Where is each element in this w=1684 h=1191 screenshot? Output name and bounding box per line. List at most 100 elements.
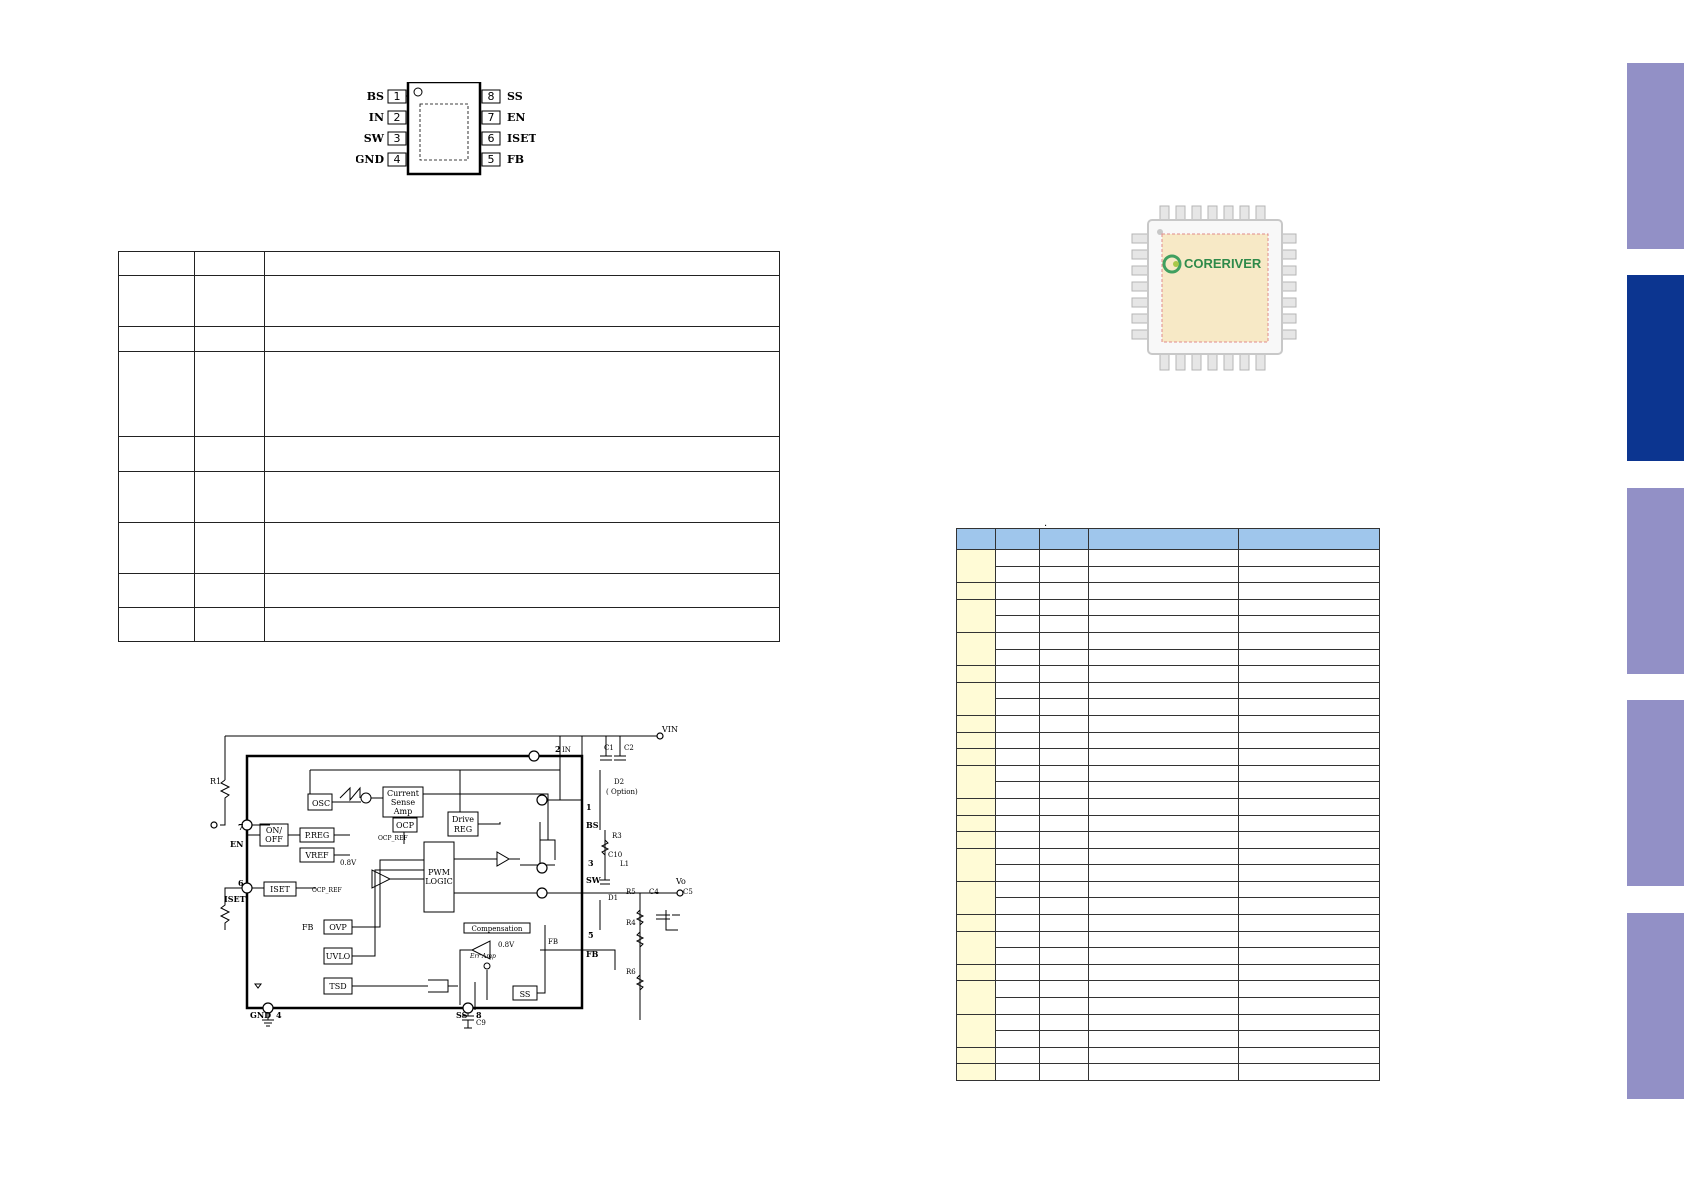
table-row [956,598,1380,633]
pin-number: 8 [488,90,495,103]
table-row [956,930,1380,965]
table-header-row [956,528,1380,550]
vo-label: Vo [675,877,686,886]
current-sense-label-2: Sense [391,798,415,807]
l1-label: L1 [620,860,629,868]
table-row [956,980,1380,1015]
r6-label: R6 [626,968,636,976]
table-row [956,963,1380,982]
c1-label: C1 [604,744,614,752]
right-pin-6: 6 ISET [481,131,536,146]
ocp-ref-label: OCP_REF [378,835,408,842]
table-row [957,947,1380,965]
ovp-label: OVP [329,923,347,932]
table-row [118,572,780,608]
d1-label: D1 [608,894,618,902]
table-row [957,565,1380,584]
pwm-logic-label-1: PWM [428,868,450,877]
pin-number: 5 [488,153,495,166]
side-tab-2[interactable] [1627,275,1684,461]
table-row [956,814,1380,833]
pin-ss-number: 8 [476,1010,482,1020]
side-tab-5[interactable] [1627,913,1684,1099]
d2-label: D2 [614,778,624,786]
left-pin-2: 2 IN [369,110,407,125]
table-row [956,764,1380,799]
table-row [957,698,1380,716]
pin-sw-number: 3 [588,858,594,868]
table-row [956,631,1380,667]
err-amp-label: Err Amp [469,953,496,960]
side-tab-4[interactable] [1627,700,1684,886]
table-row [957,648,1380,667]
pin-number: 1 [394,90,401,103]
c9-label: C9 [476,1019,486,1027]
compensation-label: Compensation [472,925,523,933]
c4-label: C4 [649,888,659,896]
pin-fb-number: 5 [588,930,594,940]
r3-label: R3 [612,832,622,840]
left-pin-1: 1 BS [367,89,408,104]
pin-en-number: 7 [238,822,244,832]
pin-assignment-table [956,528,1380,1081]
c2-label: C2 [624,744,634,752]
table-row [956,880,1380,916]
err-amp-08v-label: 0.8V [498,941,515,949]
pin-number: 2 [394,111,401,124]
option-label: ( Option) [606,788,638,796]
table-row [956,847,1380,882]
pwm-logic-label-2: LOGIC [425,877,453,886]
pin-label: GND [356,153,384,166]
table-row [956,797,1380,816]
on-off-label-2: OFF [265,835,283,844]
pin-iset-number: 6 [238,878,244,888]
uvlo-label: UVLO [326,952,351,961]
osc-label: OSC [312,799,330,808]
table-row [956,582,1380,600]
pin-gnd-number: 4 [276,1010,282,1020]
side-tab-1[interactable] [1627,63,1684,249]
vref-label: VREF [304,851,329,860]
r5-label: R5 [626,888,636,896]
fb-input-label: FB [302,923,314,932]
table-row [956,681,1380,716]
table-row [956,1063,1380,1081]
pin-fb-name: FB [586,949,599,959]
pin-number: 4 [394,153,401,166]
pin-description-table [118,250,780,643]
table-row [118,275,780,328]
table-row [957,897,1380,916]
pin-sw-name: SW [586,875,602,885]
on-off-label-1: ON/ [266,826,283,835]
block-diagram: VIN Vo R1 OSC Current Sense Amp OCP OCP_… [210,725,693,1029]
left-pin-4: 4 GND [356,152,407,167]
preg-label: P.REG [305,831,330,840]
ss-block-label: SS [520,990,531,999]
tsd-label: TSD [329,982,346,991]
pin-label: SS [507,90,523,103]
table-row [956,731,1380,750]
table-row [956,1013,1380,1048]
r4-label: R4 [626,919,636,927]
pin-diagram: 1 BS 2 IN 3 SW 4 GND 8 SS 7 EN 6 ISET 5 … [356,82,536,176]
iset-block-label: ISET [270,885,290,894]
table-row [957,997,1380,1015]
side-tab-3[interactable] [1627,488,1684,674]
pin-label: FB [507,153,524,166]
table-row [118,326,780,353]
c5-label: C5 [683,888,693,896]
pin-label: IN [369,111,384,124]
chip-image: CORERIVER [1131,205,1297,371]
pin-label: BS [367,90,384,103]
table-row [956,748,1380,766]
table-caption-dot: . [1044,518,1048,529]
pin-in-name: IN [562,746,571,754]
table-row [118,521,780,574]
pin-gnd-name: GND [250,1010,271,1020]
pin-ss-name: SS [456,1010,468,1020]
table-row [956,831,1380,849]
current-sense-label-3: Amp [393,807,412,816]
pin-label: SW [364,132,385,145]
table-row [956,714,1380,733]
pin-number: 6 [488,132,495,145]
